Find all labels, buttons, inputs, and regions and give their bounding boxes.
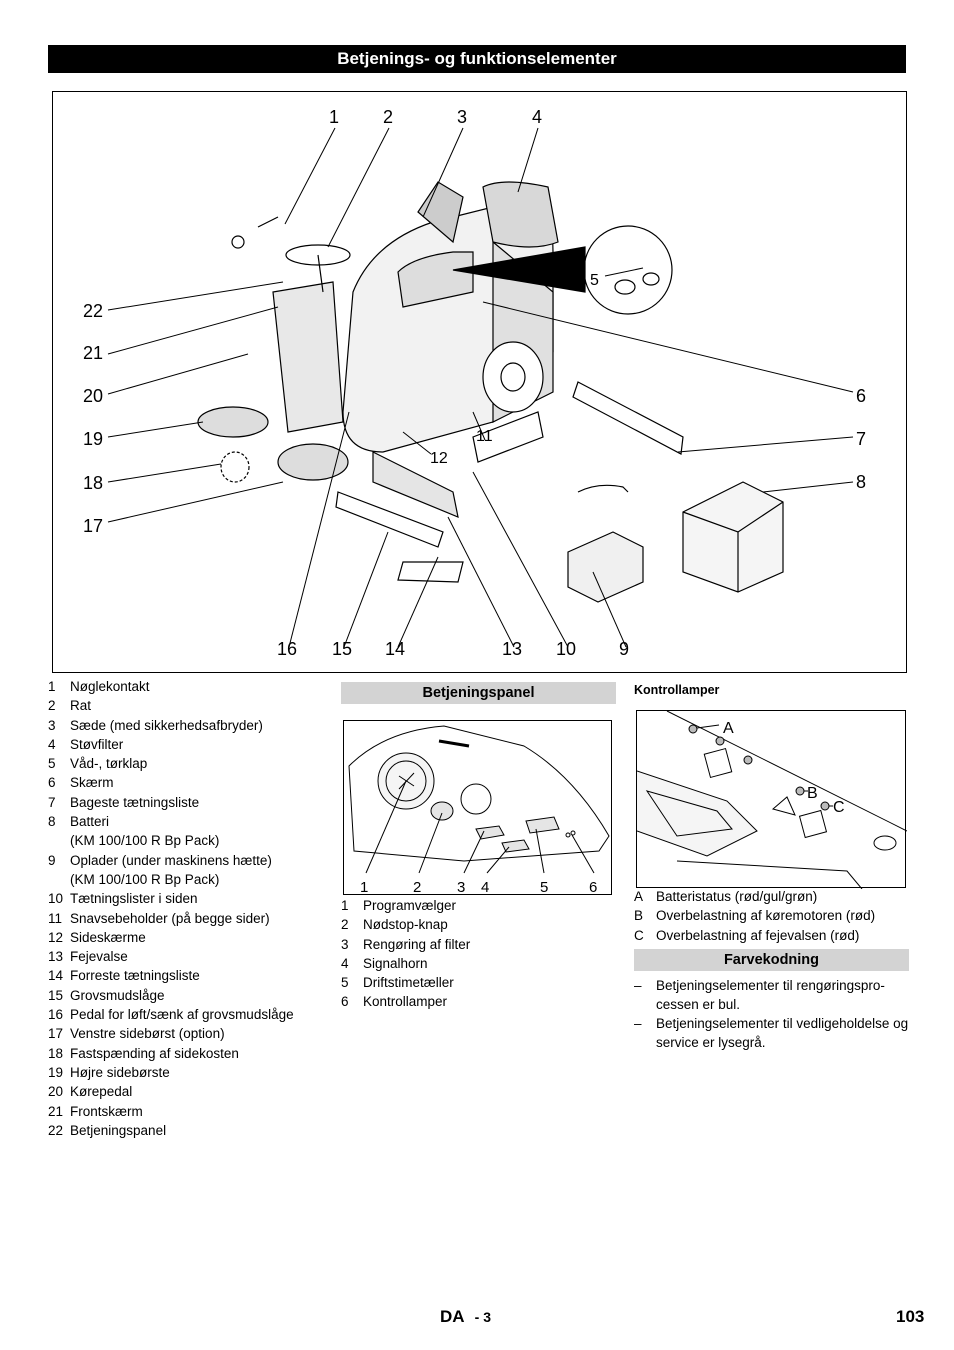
panel-callout-2: 2 [413, 879, 421, 896]
main-callout-13: 13 [502, 639, 522, 659]
indicator-lamps-figure: A B C [636, 710, 908, 890]
main-callout-21: 21 [83, 343, 103, 363]
main-callout-8: 8 [856, 472, 866, 492]
main-callout-5: 5 [590, 272, 599, 289]
main-callout-20: 20 [83, 386, 103, 406]
panel-callout-1: 1 [360, 879, 368, 896]
main-callout-15: 15 [332, 639, 352, 659]
main-callout-22: 22 [83, 301, 103, 321]
main-callout-16: 16 [277, 639, 297, 659]
list-item: –Betjeningselementer til rengøringspro-c… [634, 978, 885, 1012]
main-callout-10: 10 [556, 639, 576, 659]
page-number: 103 [896, 1307, 925, 1326]
main-machine-figure: 1 2 3 4 5 6 7 8 9 10 11 12 13 14 15 16 1… [52, 91, 907, 673]
color-coding-list: –Betjeningselementer til rengøringspro-c… [634, 977, 909, 1053]
lamp-callout-a: A [723, 720, 734, 737]
main-callout-11: 11 [476, 428, 493, 445]
main-callout-12: 12 [430, 450, 448, 467]
machine-illustration: 1 2 3 4 5 6 7 8 9 10 11 12 13 14 15 16 1… [83, 107, 866, 659]
main-callout-1: 1 [329, 107, 339, 127]
control-panel-heading: Betjeningspanel [341, 682, 616, 704]
indicator-lamps-heading: Kontrollamper [634, 683, 720, 697]
panel-callout-3: 3 [457, 879, 465, 896]
main-callout-2: 2 [383, 107, 393, 127]
main-callout-9: 9 [619, 639, 629, 659]
main-callout-4: 4 [532, 107, 542, 127]
main-callout-3: 3 [457, 107, 467, 127]
control-panel-illustration: 1 2 3 4 5 6 [348, 725, 610, 896]
page-title: Betjenings- og funktionselementer [48, 45, 906, 73]
panel-callout-5: 5 [540, 879, 548, 896]
main-callout-6: 6 [856, 386, 866, 406]
legend-item: (KM 100/100 R Bp Pack) [70, 871, 220, 887]
list-item: –Betjeningselementer til vedligeholdelse… [634, 1016, 909, 1050]
footer-language: DA - 3 [440, 1307, 492, 1326]
main-callout-17: 17 [83, 516, 103, 536]
lamp-callout-b: B [807, 785, 818, 802]
panel-callout-4: 4 [481, 879, 489, 896]
control-panel-figure: 1 2 3 4 5 6 [343, 720, 612, 896]
main-callout-7: 7 [856, 429, 866, 449]
panel-callout-6: 6 [589, 879, 597, 896]
main-callout-19: 19 [83, 429, 103, 449]
main-callout-18: 18 [83, 473, 103, 493]
lamp-callout-c: C [833, 799, 845, 816]
color-coding-heading: Farvekodning [634, 949, 909, 971]
indicator-lamps-illustration: A B C [636, 710, 908, 890]
main-callout-14: 14 [385, 639, 405, 659]
legend-item: (KM 100/100 R Bp Pack) [70, 833, 220, 849]
